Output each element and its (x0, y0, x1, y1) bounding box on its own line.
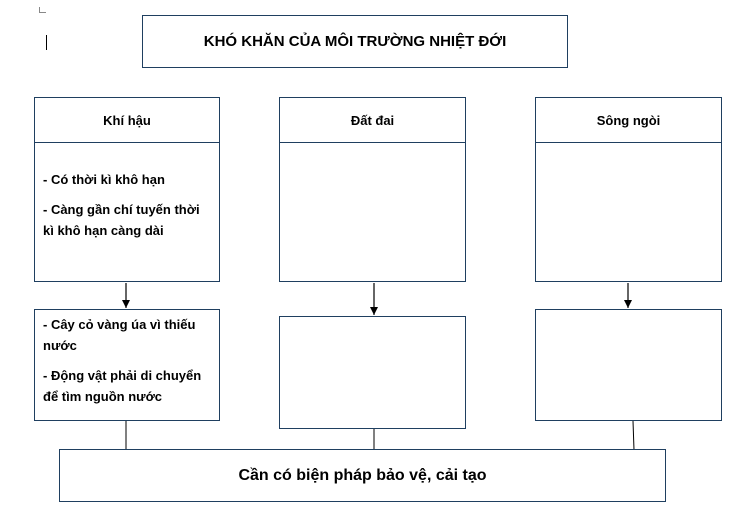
climate-heading-box: Khí hậu (34, 97, 220, 143)
rivers-heading-box: Sông ngòi (535, 97, 722, 143)
page-corner-mark-top (40, 12, 46, 13)
soil-heading: Đất đai (350, 112, 395, 128)
conclusion-box: Cần có biện pháp bảo vệ, cải tạo (59, 449, 666, 502)
climate-lower-box: - Cây cỏ vàng úa vì thiếu nước - Động vậ… (34, 309, 220, 421)
page-corner-mark-left (39, 7, 40, 13)
soil-heading-box: Đất đai (279, 97, 466, 143)
climate-lower-item: - Động vật phải di chuyển để tìm nguồn n… (43, 368, 202, 404)
arrow-soil (370, 283, 378, 315)
diagram-title: KHÓ KHĂN CỦA MÔI TRƯỜNG NHIỆT ĐỚI (203, 33, 507, 50)
arrow-rivers (624, 283, 632, 308)
climate-lower-item: - Cây cỏ vàng úa vì thiếu nước (43, 317, 196, 353)
soil-upper-box (279, 142, 466, 282)
soil-lower-box (279, 316, 466, 429)
text-cursor (46, 35, 47, 50)
rivers-heading: Sông ngòi (596, 112, 661, 128)
climate-upper-box: - Có thời kì khô hạn - Càng gần chí tuyế… (34, 142, 220, 282)
climate-upper-item: - Có thời kì khô hạn (43, 172, 165, 187)
arrow-climate (122, 283, 130, 308)
connector-rivers (632, 420, 635, 451)
conclusion-text: Cần có biện pháp bảo vệ, cải tạo (238, 466, 487, 484)
diagram-title-box: KHÓ KHĂN CỦA MÔI TRƯỜNG NHIỆT ĐỚI (142, 15, 568, 68)
rivers-upper-box (535, 142, 722, 282)
climate-upper-item: - Càng gần chí tuyến thời kì khô hạn càn… (43, 202, 200, 238)
climate-heading: Khí hậu (103, 112, 151, 128)
rivers-lower-box (535, 309, 722, 421)
